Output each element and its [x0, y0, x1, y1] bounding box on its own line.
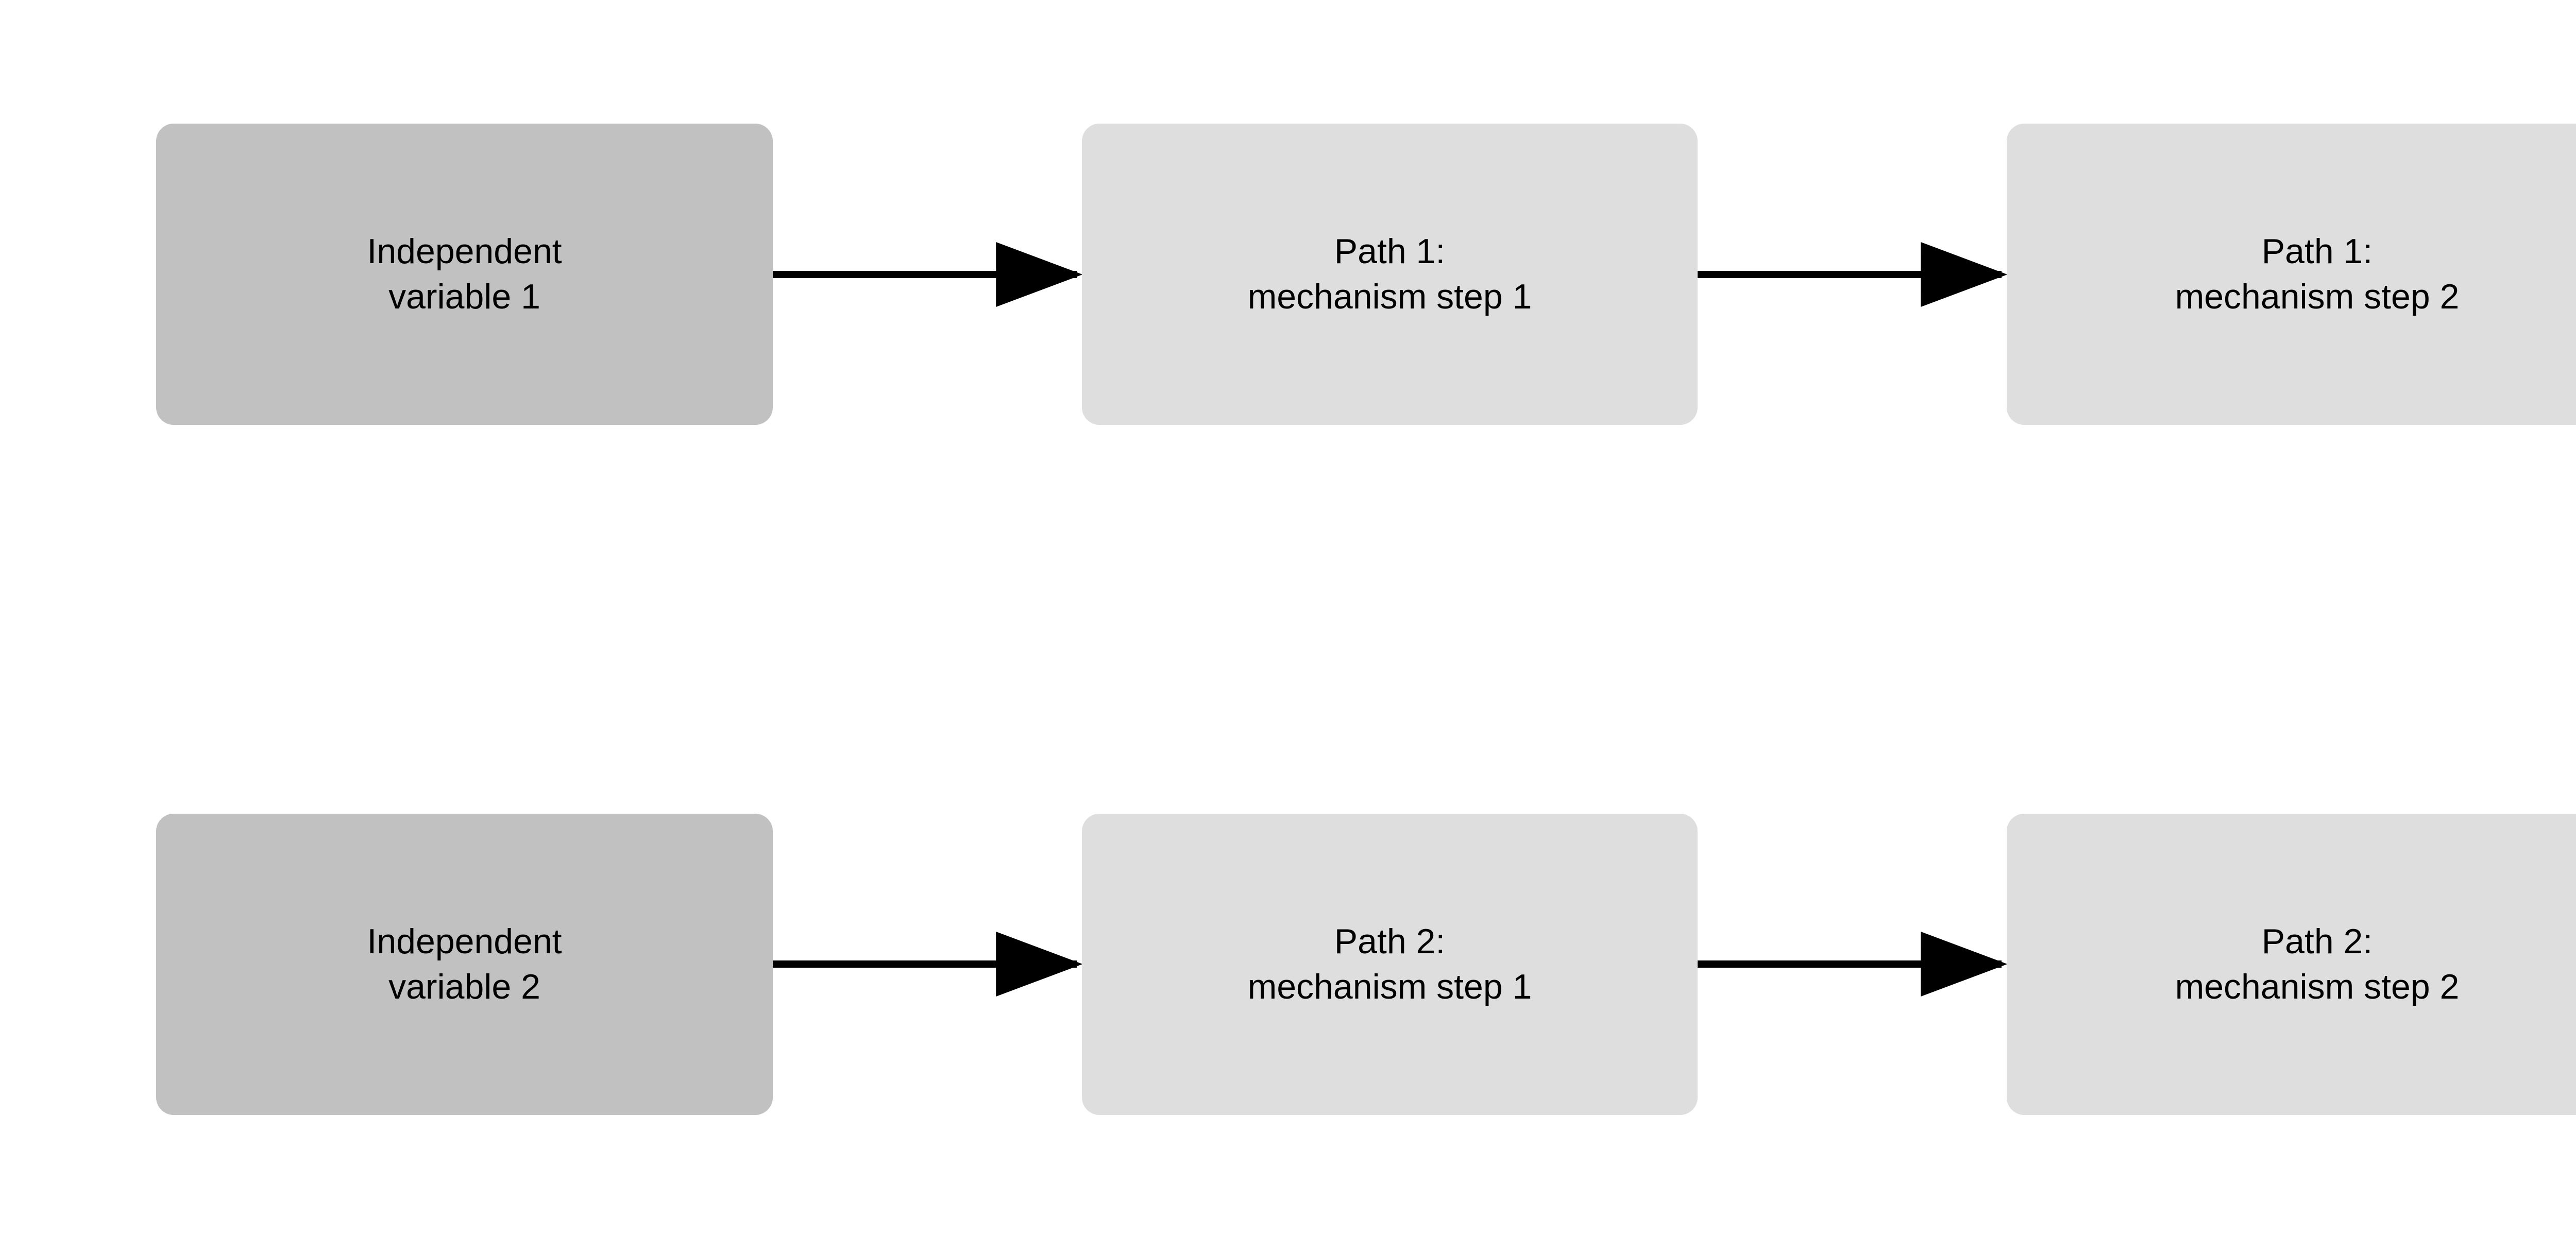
- node-path-2-mechanism-step-1[interactable]: Path 2: mechanism step 1: [1082, 814, 1698, 1115]
- node-independent-variable-2[interactable]: Independent variable 2: [156, 814, 773, 1115]
- node-label: Path 2: mechanism step 1: [1247, 922, 1532, 1006]
- node-path-2-mechanism-step-2[interactable]: Path 2: mechanism step 2: [2007, 814, 2576, 1115]
- node-path-1-mechanism-step-1[interactable]: Path 1: mechanism step 1: [1082, 124, 1698, 425]
- node-label: Independent variable 2: [367, 922, 562, 1006]
- node-label: Path 1: mechanism step 1: [1247, 232, 1532, 316]
- node-label: Independent variable 1: [367, 232, 562, 316]
- node-label: Path 1: mechanism step 2: [2175, 232, 2460, 316]
- node-path-1-mechanism-step-2[interactable]: Path 1: mechanism step 2: [2007, 124, 2576, 425]
- node-independent-variable-1[interactable]: Independent variable 1: [156, 124, 773, 425]
- node-label: Path 2: mechanism step 2: [2175, 922, 2460, 1006]
